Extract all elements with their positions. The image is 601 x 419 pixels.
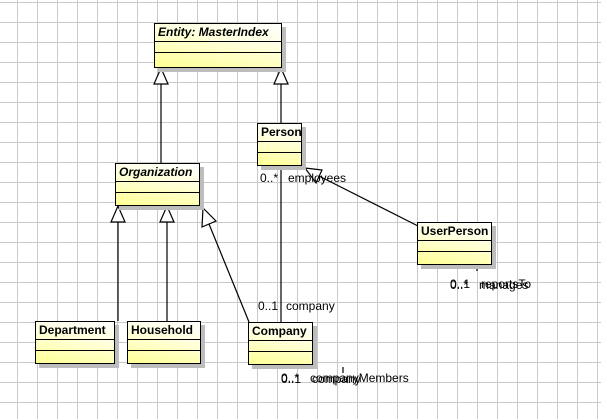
label-userperson-manages[interactable]: 0..* manages	[450, 279, 528, 292]
label-company-members[interactable]: 0..* companyMembers	[281, 372, 409, 385]
edge-household-to-organization[interactable]	[159, 204, 175, 321]
role-name: manages	[479, 278, 529, 292]
edge-company-to-organization[interactable]	[201, 206, 250, 323]
operations-compartment	[128, 351, 200, 363]
attributes-compartment	[116, 182, 199, 193]
class-title: Department	[36, 322, 114, 340]
class-title: Organization	[116, 164, 199, 182]
attributes-compartment	[418, 241, 491, 252]
operations-compartment	[258, 153, 301, 165]
label-employees-multiplicity[interactable]: 0..*	[260, 171, 279, 185]
class-title: Company	[249, 323, 312, 341]
multiplicity: 0..*	[281, 371, 300, 385]
operations-compartment	[249, 352, 312, 364]
edge-department-to-organization[interactable]	[110, 204, 126, 321]
label-userperson-reportsto[interactable]: 0..1 reportsTo	[450, 278, 531, 291]
label-company-at-members[interactable]: 0..1 company	[281, 373, 361, 386]
class-box-person[interactable]: Person	[257, 123, 302, 166]
class-box-department[interactable]: Department	[35, 321, 115, 364]
multiplicity: 0..*	[450, 278, 469, 292]
class-box-organization[interactable]: Organization	[115, 163, 200, 206]
role-name: reportsTo	[481, 277, 532, 291]
label-company-role[interactable]: company	[286, 299, 335, 313]
multiplicity: 0..1	[281, 372, 302, 386]
operations-compartment	[155, 53, 281, 67]
class-title: Household	[128, 322, 200, 340]
class-box-entity-masterindex[interactable]: Entity: MasterIndex	[154, 23, 282, 68]
class-box-userperson[interactable]: UserPerson	[417, 222, 492, 265]
class-box-company[interactable]: Company	[248, 322, 313, 365]
edge-organization-to-entity[interactable]	[153, 66, 169, 163]
attributes-compartment	[249, 341, 312, 352]
operations-compartment	[36, 351, 114, 363]
attributes-compartment	[258, 142, 301, 153]
attributes-compartment	[36, 340, 114, 351]
role-name: company	[312, 372, 361, 386]
multiplicity: 0..1	[450, 277, 471, 291]
edge-person-to-entity[interactable]	[273, 66, 289, 123]
attributes-compartment	[128, 340, 200, 351]
class-title: Entity: MasterIndex	[155, 24, 281, 42]
role-name: companyMembers	[310, 371, 409, 385]
class-box-household[interactable]: Household	[127, 321, 201, 364]
attributes-compartment	[155, 42, 281, 53]
edge-userperson-to-person[interactable]	[303, 167, 419, 227]
label-employees-role[interactable]: employees	[288, 171, 347, 185]
class-title: UserPerson	[418, 223, 491, 241]
operations-compartment	[116, 193, 199, 205]
operations-compartment	[418, 252, 491, 264]
label-company-multiplicity[interactable]: 0..1	[258, 299, 279, 313]
class-title: Person	[258, 124, 301, 142]
